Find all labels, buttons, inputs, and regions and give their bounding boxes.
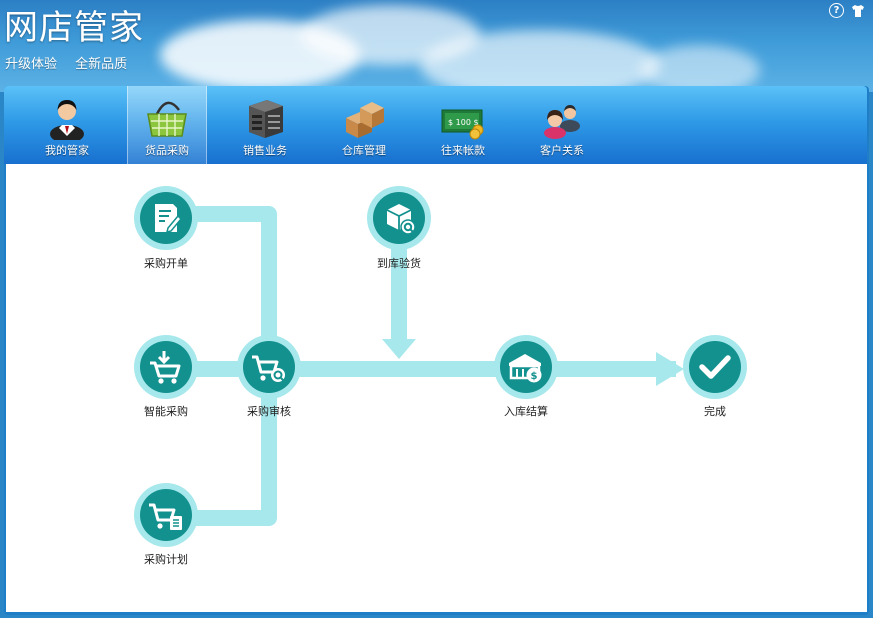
- purchase-workflow-panel: 采购开单 智能采购 采购审核: [6, 164, 867, 612]
- cart-list-icon: [149, 503, 182, 530]
- tab-label: 销售业务: [243, 144, 287, 157]
- svg-text:$: $: [531, 371, 538, 382]
- svg-text:$ 100 $: $ 100 $: [448, 118, 479, 127]
- tab-sales-business[interactable]: 销售业务: [226, 86, 304, 164]
- slogan-1: 升级体验: [5, 57, 58, 72]
- node-label-smart-purchase: 智能采购: [144, 405, 188, 418]
- node-smart-purchase[interactable]: [134, 335, 198, 399]
- tab-customer-relations[interactable]: 客户关系: [523, 86, 601, 164]
- node-label-arrival-inspection: 到库验货: [377, 257, 421, 270]
- app-slogan: 升级体验 全新品质: [5, 53, 141, 72]
- box-search-icon: [386, 204, 416, 235]
- tab-label: 客户关系: [540, 144, 584, 157]
- customers-icon: [544, 105, 580, 139]
- server-cabinet-icon: [249, 100, 283, 138]
- node-inbound-settlement[interactable]: $: [494, 335, 558, 399]
- tab-my-butler[interactable]: 我的管家: [28, 86, 106, 164]
- node-label-purchase-order: 采购开单: [144, 257, 188, 270]
- boxes-icon: [346, 102, 384, 138]
- tab-label: 往来帐款: [441, 144, 485, 157]
- tab-accounts[interactable]: $ 100 $ 往来帐款: [424, 86, 502, 164]
- node-complete[interactable]: [683, 335, 747, 399]
- tab-label: 我的管家: [45, 144, 89, 157]
- node-label-purchase-plan: 采购计划: [144, 553, 188, 566]
- cart-search-icon: [252, 355, 285, 382]
- money-bill-icon: $ 100 $: [441, 109, 484, 140]
- cart-download-icon: [150, 351, 181, 384]
- node-purchase-plan[interactable]: [134, 483, 198, 547]
- tab-label: 仓库管理: [342, 144, 386, 157]
- butler-person-icon: [50, 100, 84, 140]
- node-purchase-order[interactable]: [134, 186, 198, 250]
- tab-label: 货品采购: [145, 144, 189, 157]
- shopping-basket-icon: [147, 101, 187, 137]
- node-label-inbound-settlement: 入库结算: [504, 405, 548, 418]
- shirt-icon[interactable]: [850, 3, 866, 19]
- tab-goods-purchase[interactable]: 货品采购: [127, 86, 207, 164]
- slogan-2: 全新品质: [75, 57, 128, 72]
- node-purchase-review[interactable]: [237, 335, 301, 399]
- tab-warehouse-management[interactable]: 仓库管理: [325, 86, 403, 164]
- main-toolbar: 我的管家 货品采购 销售业务 仓库: [4, 86, 867, 164]
- node-label-purchase-review: 采购审核: [247, 405, 291, 418]
- checkmark-icon: [699, 355, 731, 379]
- warehouse-money-icon: $: [509, 354, 542, 383]
- help-icon[interactable]: ?: [829, 3, 844, 18]
- app-header: 网店管家 升级体验 全新品质 ?: [0, 0, 873, 92]
- node-label-complete: 完成: [704, 405, 726, 418]
- node-arrival-inspection[interactable]: [367, 186, 431, 250]
- document-edit-icon: [155, 204, 183, 234]
- app-title: 网店管家: [4, 8, 144, 48]
